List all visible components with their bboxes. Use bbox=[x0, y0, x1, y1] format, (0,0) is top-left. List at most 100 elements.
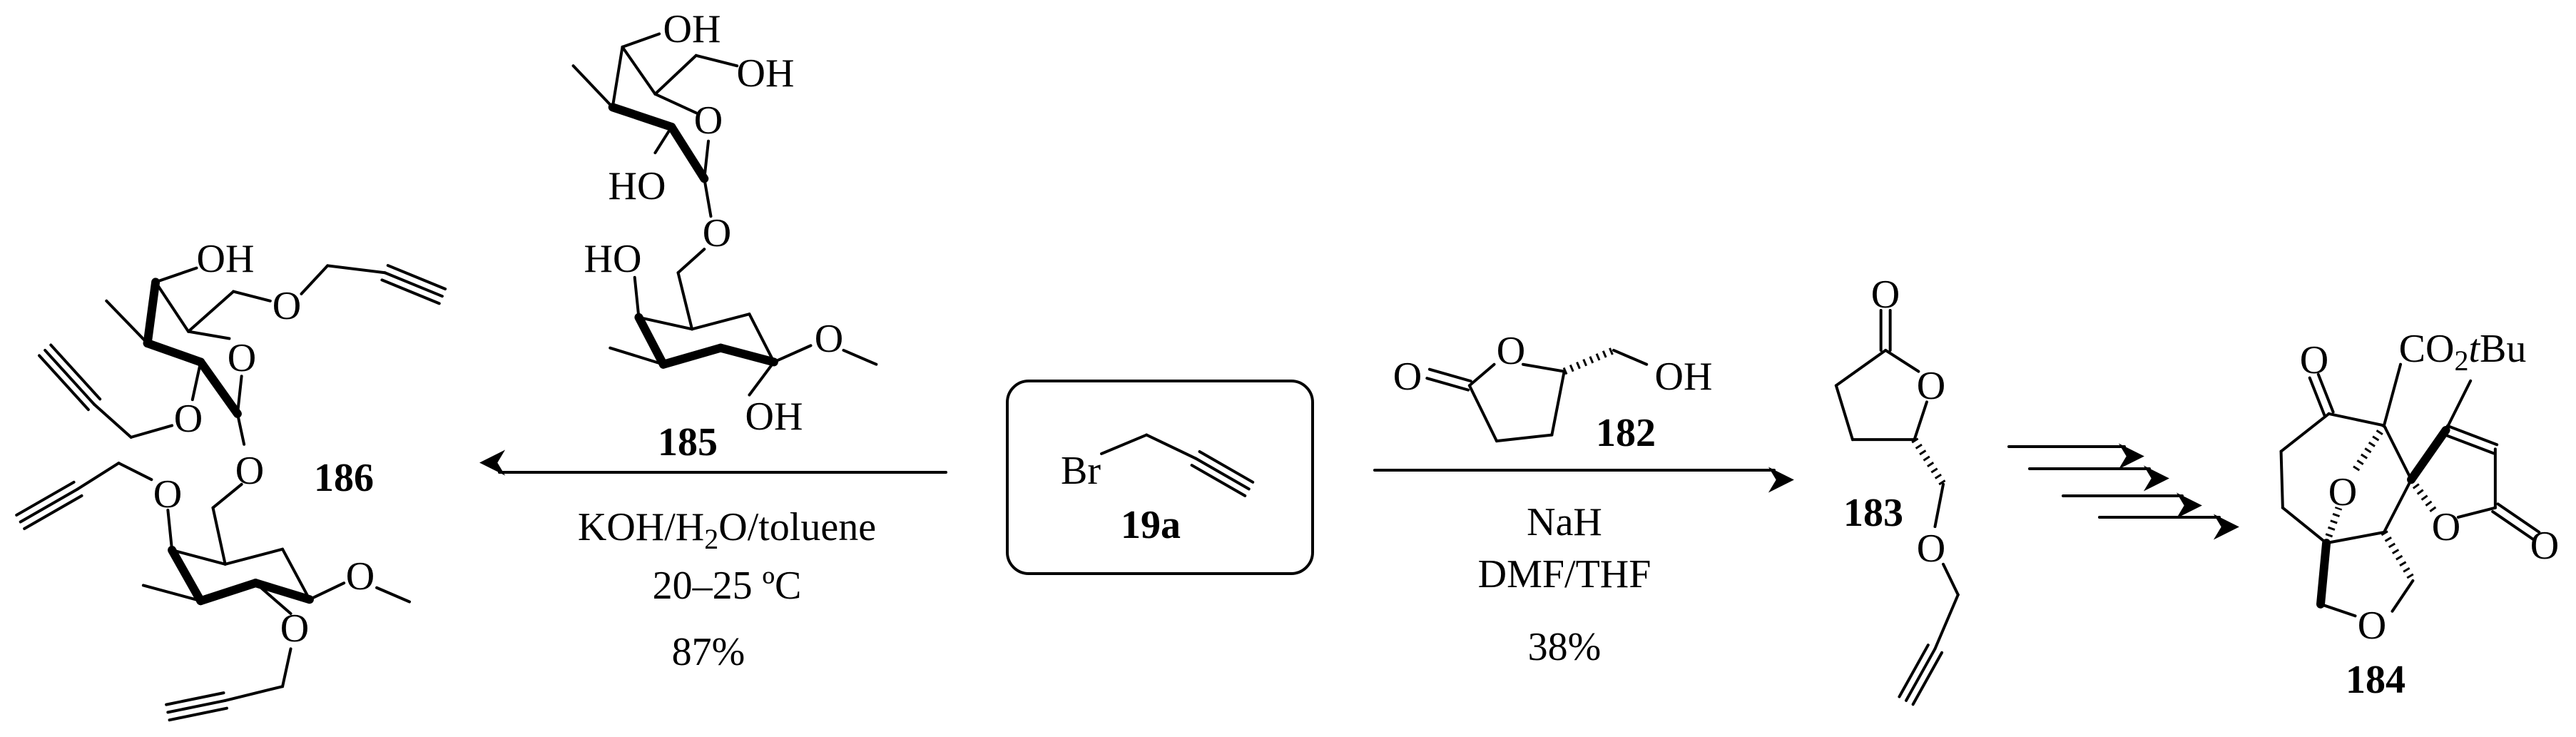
wedge-bond bbox=[667, 122, 709, 183]
bond bbox=[1942, 562, 1960, 596]
bond bbox=[2382, 424, 2413, 482]
bond bbox=[653, 92, 698, 115]
atom-label: HO bbox=[609, 164, 666, 208]
compound-label-19a: 19a bbox=[1121, 503, 1181, 547]
wedge-bond bbox=[143, 278, 161, 348]
bond bbox=[223, 547, 285, 566]
bond bbox=[380, 278, 441, 305]
bond bbox=[235, 412, 246, 446]
bond bbox=[1911, 651, 1944, 706]
bond bbox=[2318, 602, 2357, 618]
bond bbox=[637, 315, 694, 331]
bond bbox=[165, 691, 225, 706]
bond bbox=[2445, 424, 2499, 447]
bond bbox=[694, 54, 739, 68]
compound-label-185: 185 bbox=[658, 420, 718, 464]
atom-label: O bbox=[235, 449, 264, 493]
bond bbox=[386, 264, 447, 290]
bond bbox=[141, 584, 203, 603]
bond bbox=[2316, 372, 2335, 414]
atom-label: O bbox=[2300, 338, 2328, 382]
atom-label: O bbox=[1917, 527, 1945, 571]
atom-label: O bbox=[2358, 604, 2386, 648]
bond bbox=[2308, 376, 2326, 417]
compound-label-183: 183 bbox=[1843, 491, 1903, 535]
wedge-bond bbox=[716, 343, 778, 367]
bond bbox=[300, 264, 330, 295]
bond bbox=[281, 647, 292, 688]
bond bbox=[383, 271, 444, 298]
bond bbox=[326, 264, 387, 275]
bond bbox=[166, 698, 227, 714]
bond bbox=[1913, 400, 1928, 442]
hashed-bond bbox=[2408, 477, 2437, 512]
bond bbox=[76, 462, 121, 491]
bond bbox=[676, 248, 706, 275]
atom-label: O bbox=[174, 397, 203, 441]
bond bbox=[168, 706, 228, 722]
bond bbox=[2382, 362, 2403, 427]
bond bbox=[2325, 530, 2386, 545]
hashed-bond bbox=[1562, 347, 1615, 375]
bond bbox=[2391, 579, 2415, 613]
bond bbox=[1612, 348, 1649, 366]
bond bbox=[1100, 433, 1149, 455]
reagent-box bbox=[1006, 380, 1314, 575]
bond bbox=[653, 54, 698, 96]
compound-184: O CO2tBu O O O O 184 bbox=[2300, 327, 2559, 702]
bond bbox=[2327, 412, 2386, 427]
bond bbox=[2496, 502, 2541, 534]
bond bbox=[1550, 370, 1566, 437]
atom-label: Br bbox=[1061, 449, 1101, 493]
bond bbox=[1834, 384, 1854, 442]
ester-group-label: CO2tBu bbox=[2399, 327, 2527, 377]
bond bbox=[2456, 506, 2497, 519]
bond bbox=[633, 275, 641, 319]
bond bbox=[676, 271, 694, 331]
bond bbox=[1190, 464, 1247, 497]
hashed-bond bbox=[1911, 437, 1947, 487]
bond bbox=[375, 586, 411, 604]
atom-label: O bbox=[2432, 505, 2460, 549]
bond bbox=[842, 348, 878, 366]
compound-label-184: 184 bbox=[2346, 658, 2406, 702]
bond bbox=[37, 354, 90, 412]
bond bbox=[1198, 449, 1255, 484]
atom-label: O bbox=[153, 472, 182, 517]
bond bbox=[93, 402, 133, 439]
bond bbox=[232, 290, 272, 303]
bond bbox=[653, 125, 673, 155]
bond bbox=[621, 45, 657, 96]
atom-label: OH bbox=[663, 7, 721, 51]
bond bbox=[2281, 506, 2328, 545]
bond bbox=[703, 177, 713, 218]
atom-label: O bbox=[228, 336, 256, 380]
bond bbox=[2279, 412, 2331, 453]
bond bbox=[1467, 384, 1498, 443]
conditions-left-line1: KOH/H2O/toluene bbox=[578, 505, 876, 555]
atom-label: OH bbox=[745, 395, 803, 439]
bond bbox=[1145, 433, 1198, 460]
bond bbox=[2382, 478, 2413, 534]
atom-label: OH bbox=[197, 237, 255, 281]
compound-186: OH O O O O O O O 186 bbox=[153, 237, 375, 651]
bond bbox=[691, 312, 751, 331]
compound-183: O O O 183 bbox=[1843, 273, 1945, 571]
atom-label: O bbox=[346, 554, 375, 599]
atom-label: HO bbox=[584, 237, 642, 281]
bond bbox=[1884, 348, 1920, 373]
bond bbox=[154, 280, 190, 333]
compound-182: O O OH 182 bbox=[1393, 329, 1713, 455]
atom-label: O bbox=[694, 98, 723, 143]
bond bbox=[1933, 593, 1960, 651]
bond bbox=[190, 360, 203, 402]
bond bbox=[49, 343, 102, 401]
wedge-bond bbox=[608, 103, 676, 131]
conditions-right-line1: NaH bbox=[1527, 500, 1602, 544]
wedge-bond bbox=[196, 579, 260, 606]
bond bbox=[2444, 379, 2473, 432]
yield-left: 87% bbox=[672, 630, 745, 674]
conditions-left-line2: 20–25 ºC bbox=[653, 564, 802, 608]
bond bbox=[23, 494, 83, 531]
